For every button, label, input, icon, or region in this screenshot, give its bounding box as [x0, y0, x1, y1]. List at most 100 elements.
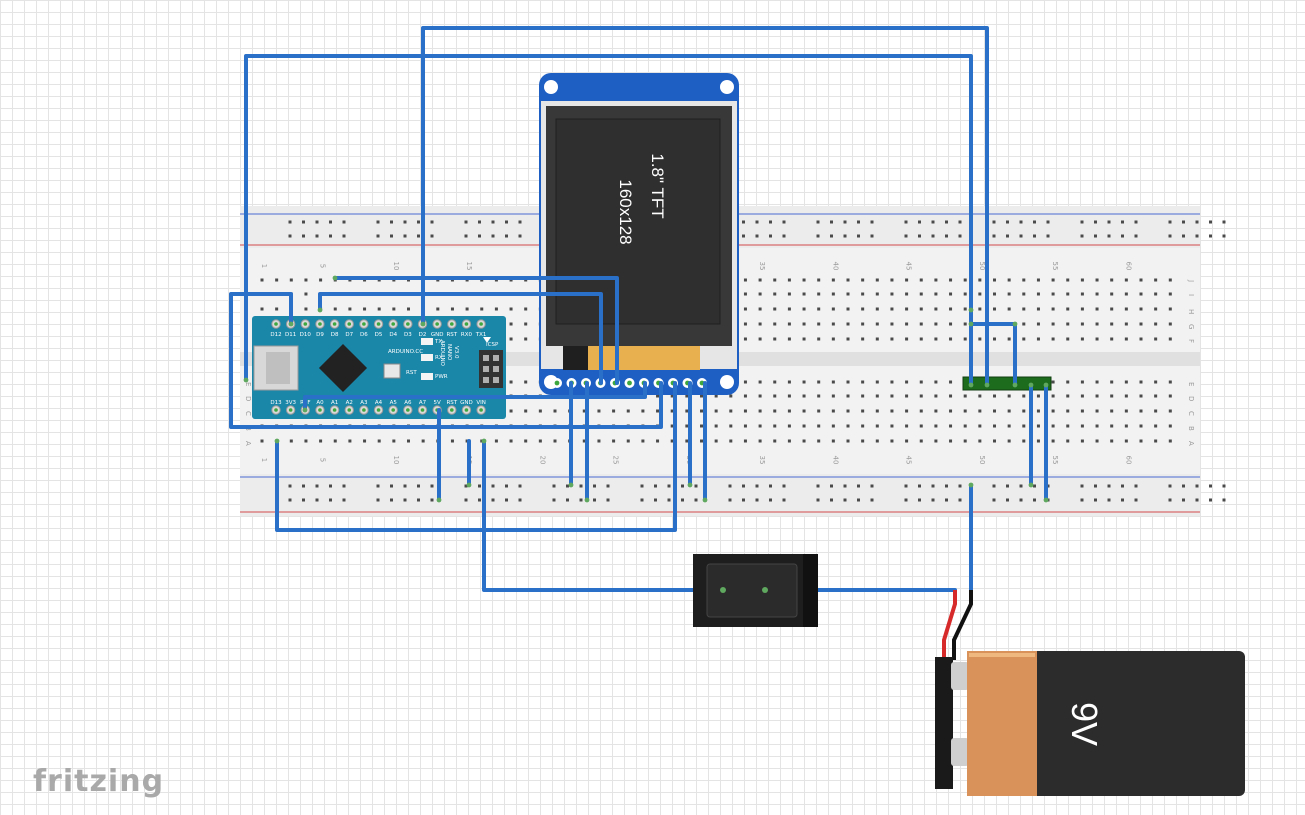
- rail-hole[interactable]: [403, 498, 407, 502]
- breadboard-hole[interactable]: [1139, 322, 1143, 326]
- wire-endpoint[interactable]: [420, 321, 426, 327]
- breadboard-hole[interactable]: [890, 409, 894, 413]
- rail-hole[interactable]: [518, 234, 522, 238]
- breadboard-hole[interactable]: [802, 278, 806, 282]
- rail-hole[interactable]: [918, 484, 921, 488]
- breadboard-hole[interactable]: [450, 439, 454, 443]
- breadboard-hole[interactable]: [861, 380, 865, 384]
- breadboard-hole[interactable]: [289, 439, 293, 443]
- breadboard-hole[interactable]: [392, 439, 396, 443]
- breadboard-hole[interactable]: [743, 409, 747, 413]
- rail-hole[interactable]: [566, 484, 569, 488]
- breadboard-hole[interactable]: [919, 394, 923, 398]
- breadboard-hole[interactable]: [1022, 322, 1026, 326]
- breadboard-hole[interactable]: [875, 380, 879, 384]
- breadboard-hole[interactable]: [1139, 278, 1143, 282]
- breadboard-hole[interactable]: [773, 409, 777, 413]
- breadboard-hole[interactable]: [1051, 394, 1055, 398]
- wire-endpoint[interactable]: [687, 482, 693, 488]
- breadboard-hole[interactable]: [524, 307, 528, 311]
- breadboard-hole[interactable]: [861, 278, 865, 282]
- wire-endpoint[interactable]: [466, 482, 472, 488]
- wire-endpoint[interactable]: [568, 482, 574, 488]
- breadboard-hole[interactable]: [1110, 307, 1114, 311]
- breadboard-hole[interactable]: [963, 337, 967, 341]
- breadboard-hole[interactable]: [1051, 424, 1055, 428]
- rail-hole[interactable]: [302, 234, 305, 238]
- rail-hole[interactable]: [904, 234, 908, 238]
- rail-hole[interactable]: [857, 220, 860, 224]
- rail-hole[interactable]: [417, 484, 420, 488]
- breadboard-hole[interactable]: [377, 439, 381, 443]
- rail-hole[interactable]: [288, 484, 292, 488]
- wire-d11-to-display[interactable]: [333, 276, 619, 385]
- breadboard-hole[interactable]: [978, 424, 982, 428]
- breadboard-hole[interactable]: [963, 278, 967, 282]
- wire-endpoint[interactable]: [968, 382, 974, 388]
- breadboard-hole[interactable]: [275, 307, 279, 311]
- breadboard-hole[interactable]: [1051, 380, 1055, 384]
- rail-hole[interactable]: [1209, 220, 1212, 224]
- breadboard-hole[interactable]: [963, 292, 967, 296]
- rail-hole[interactable]: [1094, 234, 1097, 238]
- rail-hole[interactable]: [870, 234, 874, 238]
- breadboard-hole[interactable]: [978, 278, 982, 282]
- breadboard-hole[interactable]: [1154, 409, 1158, 413]
- rail-hole[interactable]: [376, 234, 380, 238]
- wire-endpoint[interactable]: [481, 438, 487, 444]
- rail-hole[interactable]: [342, 234, 346, 238]
- breadboard-hole[interactable]: [875, 337, 879, 341]
- rail-hole[interactable]: [1033, 220, 1036, 224]
- rail-hole[interactable]: [288, 220, 292, 224]
- breadboard-hole[interactable]: [612, 409, 616, 413]
- breadboard-hole[interactable]: [905, 409, 909, 413]
- rail-hole[interactable]: [376, 220, 380, 224]
- breadboard-hole[interactable]: [1022, 292, 1026, 296]
- breadboard-hole[interactable]: [626, 439, 630, 443]
- breadboard-hole[interactable]: [743, 322, 747, 326]
- rail-hole[interactable]: [288, 234, 292, 238]
- breadboard-hole[interactable]: [1066, 337, 1070, 341]
- breadboard-hole[interactable]: [1168, 380, 1172, 384]
- breadboard-hole[interactable]: [831, 292, 835, 296]
- breadboard-hole[interactable]: [670, 409, 674, 413]
- rail-hole[interactable]: [694, 498, 698, 502]
- breadboard-hole[interactable]: [1124, 424, 1128, 428]
- breadboard-hole[interactable]: [831, 278, 835, 282]
- rail-hole[interactable]: [491, 498, 495, 502]
- rail-hole[interactable]: [843, 498, 847, 502]
- rail-hole[interactable]: [958, 220, 962, 224]
- breadboard-hole[interactable]: [773, 307, 777, 311]
- rail-hole[interactable]: [1121, 484, 1124, 488]
- rail-hole[interactable]: [640, 498, 644, 502]
- breadboard-hole[interactable]: [641, 409, 645, 413]
- rail-hole[interactable]: [1033, 484, 1036, 488]
- breadboard-hole[interactable]: [831, 380, 835, 384]
- rail-hole[interactable]: [1134, 484, 1138, 488]
- rail-hole[interactable]: [464, 234, 468, 238]
- breadboard-hole[interactable]: [802, 439, 806, 443]
- breadboard-hole[interactable]: [919, 322, 923, 326]
- breadboard-hole[interactable]: [919, 424, 923, 428]
- breadboard-hole[interactable]: [729, 409, 733, 413]
- rail-hole[interactable]: [769, 484, 772, 488]
- breadboard-hole[interactable]: [1110, 380, 1114, 384]
- breadboard-hole[interactable]: [1110, 322, 1114, 326]
- breadboard-hole[interactable]: [831, 424, 835, 428]
- breadboard-hole[interactable]: [714, 394, 718, 398]
- breadboard-hole[interactable]: [260, 307, 264, 311]
- breadboard-hole[interactable]: [963, 439, 967, 443]
- breadboard-hole[interactable]: [1036, 337, 1040, 341]
- breadboard-hole[interactable]: [846, 380, 850, 384]
- breadboard-hole[interactable]: [1110, 439, 1114, 443]
- breadboard-hole[interactable]: [963, 307, 967, 311]
- breadboard-hole[interactable]: [714, 409, 718, 413]
- breadboard-hole[interactable]: [1168, 409, 1172, 413]
- rail-hole[interactable]: [302, 220, 305, 224]
- rail-hole[interactable]: [1195, 220, 1199, 224]
- breadboard-hole[interactable]: [1124, 322, 1128, 326]
- breadboard-hole[interactable]: [1051, 292, 1055, 296]
- breadboard-hole[interactable]: [685, 424, 689, 428]
- wire-endpoint[interactable]: [288, 321, 294, 327]
- breadboard-hole[interactable]: [758, 394, 762, 398]
